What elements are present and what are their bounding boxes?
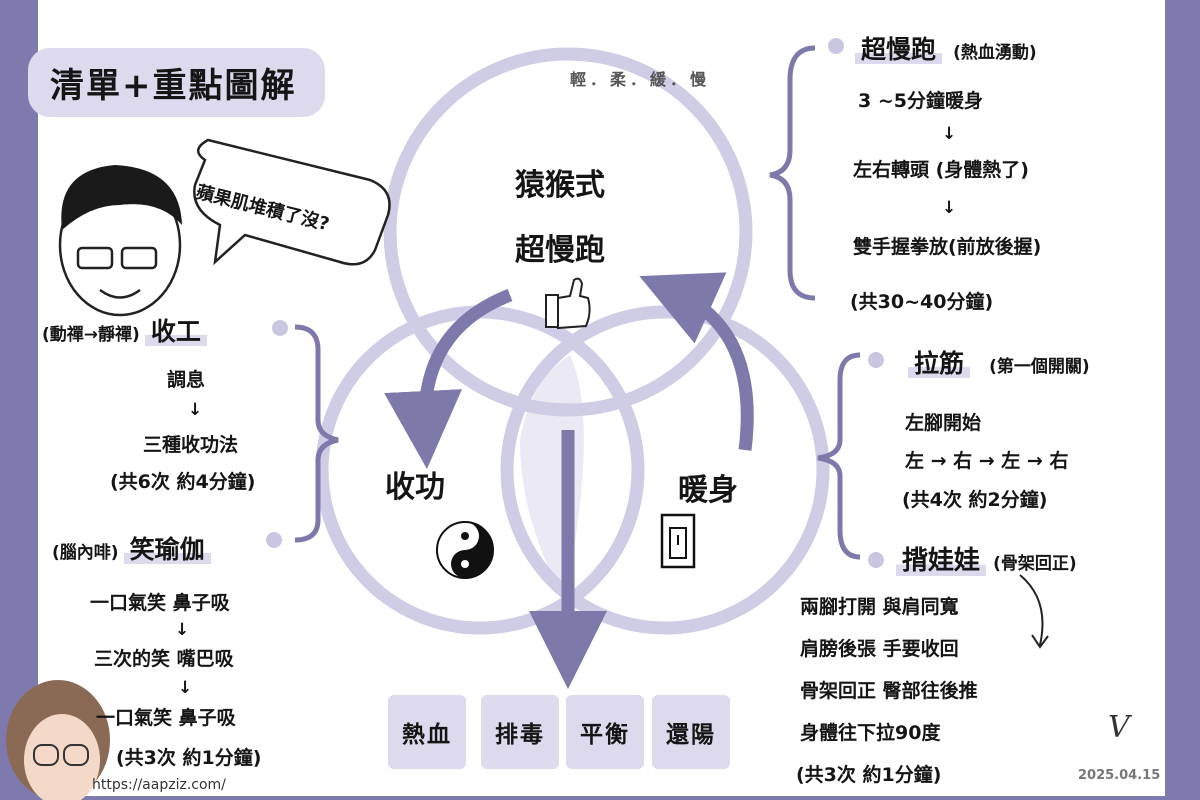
arrow-to-left [384, 288, 513, 469]
section-subtitle: (骨架回正) [993, 554, 1077, 574]
section-heading: 超慢跑 [855, 35, 943, 64]
brace-right-top [769, 45, 816, 301]
duration-text: (共6次 約4分鐘) [110, 471, 256, 493]
step-text: 三次的笑 嘴巴吸 [94, 648, 234, 670]
down-arrow-icon: ↓ [188, 400, 203, 420]
section-heading: 拉筋 [908, 349, 971, 378]
down-arrow-icon: ↓ [178, 678, 193, 698]
section-prefix: (腦內啡) [52, 543, 119, 563]
step-text: 肩膀後張 手要收回 [800, 638, 959, 660]
down-arrow-icon: ↓ [175, 620, 190, 640]
down-arrow-icon: ↓ [942, 198, 957, 218]
step-text: 左右轉頭 (身體熱了) [853, 159, 1029, 181]
section-stretch: 拉筋 (第一個開關) [908, 344, 1090, 380]
step-text: 3 ~5分鐘暖身 [858, 90, 983, 112]
curved-arrow [1019, 574, 1049, 649]
benefit-tag: 排毒 [481, 695, 559, 769]
avatar-man [58, 165, 182, 317]
date-label: 2025.04.15 [1078, 768, 1161, 783]
switch-icon [660, 513, 696, 569]
label-cooldown: 收功 [385, 470, 445, 505]
step-text: 雙手握拳放(前放後握) [853, 236, 1042, 258]
step-text: 左腳開始 [905, 412, 982, 434]
page-title: 清單+重點圖解 [28, 48, 325, 117]
duration-text: (共3次 約1分鐘) [796, 764, 942, 786]
step-text: 兩腳打開 與肩同寬 [800, 596, 959, 618]
section-carry-baby: 揹娃娃 (骨架回正) [896, 540, 1077, 577]
arrow-to-top [639, 272, 754, 451]
left-circle [315, 305, 645, 635]
bullet-dot [868, 552, 884, 568]
section-laugh-yoga: (腦內啡) 笑瑜伽 [52, 530, 211, 566]
bullet-dot [266, 532, 282, 548]
down-arrow-icon: ↓ [942, 124, 957, 144]
step-text: 三種收功法 [143, 434, 239, 456]
signature-logo: V [1108, 710, 1130, 745]
keywords: 輕．柔．緩．慢 [570, 70, 711, 89]
step-text: 調息 [167, 369, 206, 391]
section-slow-jog: 超慢跑 (熱血湧動) [855, 30, 1037, 66]
thumbs-up-icon [545, 277, 591, 330]
duration-text: (共30~40分鐘) [850, 291, 994, 313]
center-title-line2: 超慢跑 [515, 233, 605, 268]
bullet-dot [272, 320, 288, 336]
yin-yang-icon [436, 521, 494, 579]
section-heading: 收工 [144, 317, 207, 346]
section-prefix: (動禪→靜禪) [42, 325, 140, 345]
center-title-line1: 猿猴式 [515, 168, 605, 203]
section-heading: 笑瑜伽 [123, 535, 211, 564]
step-text: 左 → 右 → 左 → 右 [905, 450, 1069, 472]
brace-right-mid [817, 352, 861, 560]
duration-text: (共4次 約2分鐘) [902, 489, 1048, 511]
benefit-tag: 熱血 [388, 695, 466, 769]
section-heading: 揹娃娃 [896, 546, 987, 576]
bullet-dot [828, 38, 844, 54]
step-text: 身體往下拉90度 [800, 722, 941, 744]
brace-left [294, 324, 339, 543]
section-subtitle: (熱血湧動) [953, 43, 1037, 63]
section-subtitle: (第一個開關) [989, 357, 1090, 377]
step-text: 一口氣笑 鼻子吸 [90, 592, 230, 614]
website-url: https://aapziz.com/ [92, 777, 226, 793]
section-finish: (動禪→靜禪) 收工 [42, 312, 207, 348]
label-warmup: 暖身 [678, 473, 738, 508]
avatar-woman [6, 680, 110, 800]
bullet-dot [868, 352, 884, 368]
speech-bubble [193, 138, 391, 266]
step-text: 骨架回正 臀部往後推 [800, 680, 978, 702]
benefit-tag: 還陽 [652, 695, 730, 769]
top-circle [383, 47, 753, 417]
step-text: 一口氣笑 鼻子吸 [96, 707, 236, 729]
duration-text: (共3次 約1分鐘) [116, 747, 262, 769]
benefit-tag: 平衡 [566, 695, 644, 769]
